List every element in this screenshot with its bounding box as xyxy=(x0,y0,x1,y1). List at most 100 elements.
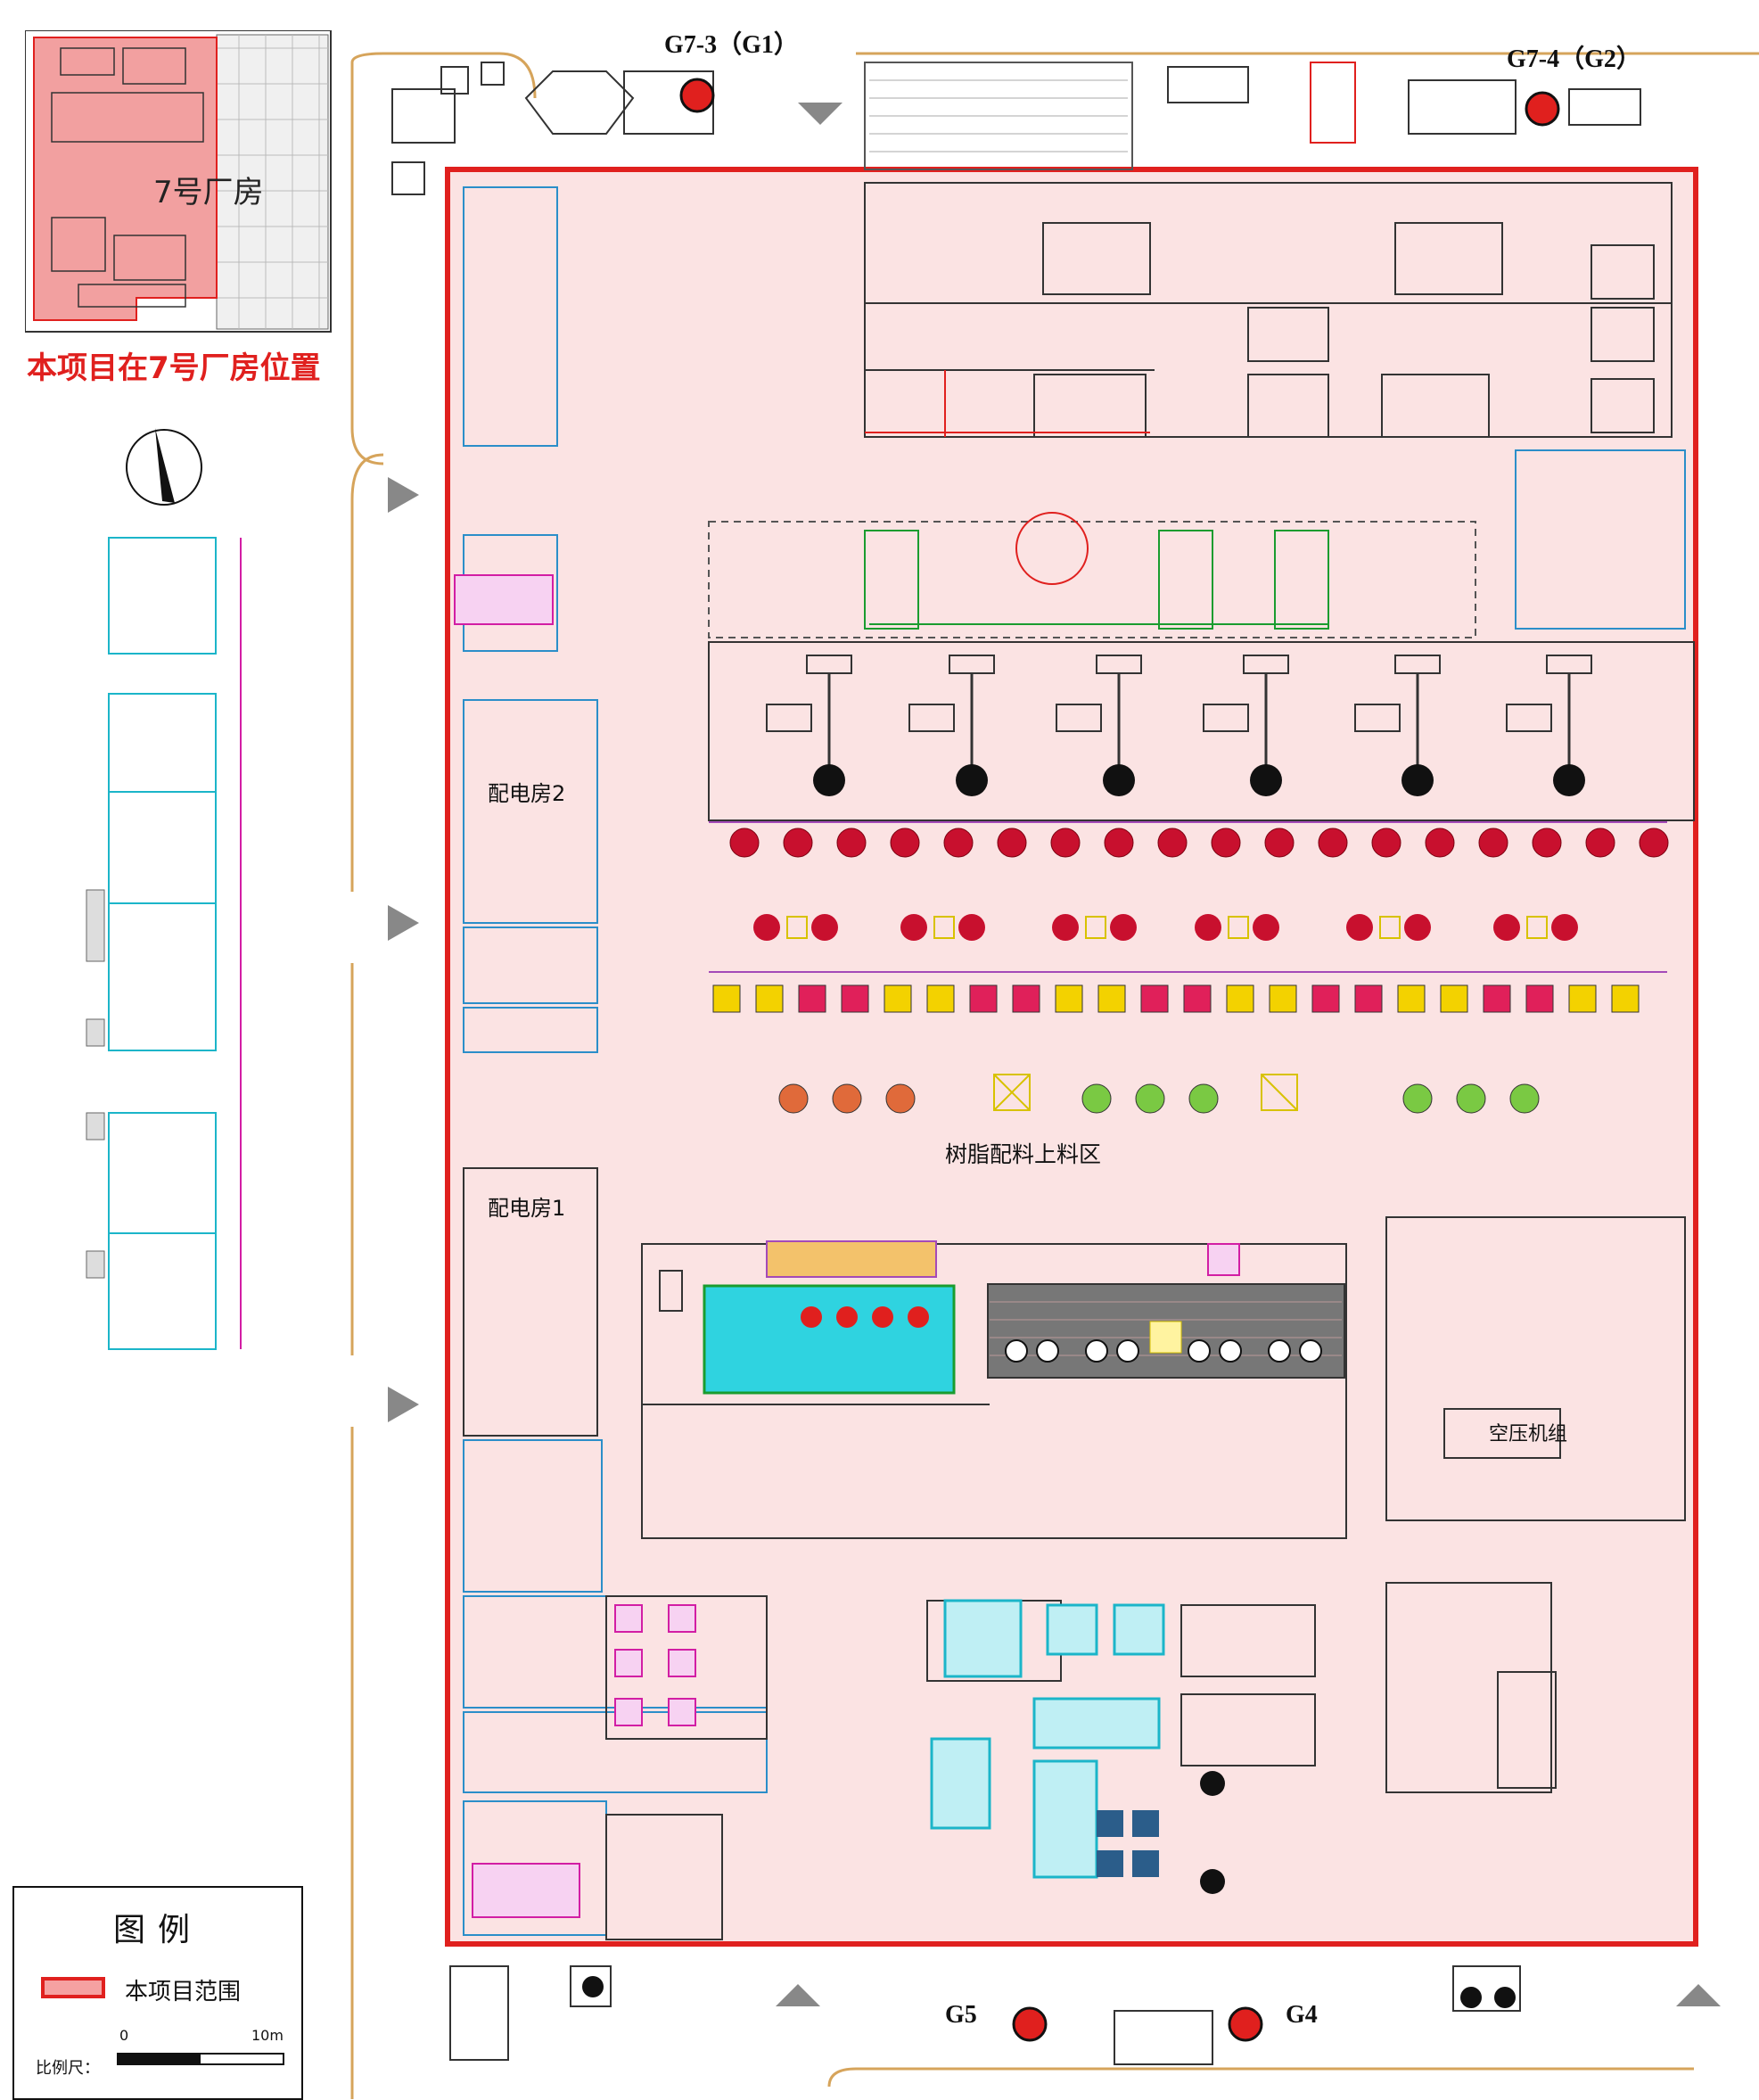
cyan-tanks xyxy=(801,1306,929,1328)
feed-lines xyxy=(709,821,1667,973)
red-unit xyxy=(1404,914,1431,941)
marker-g7-3-label: G7-3（G1） xyxy=(664,31,799,59)
mixer-hall xyxy=(708,641,1695,821)
red-unit xyxy=(958,914,985,941)
marker-g4-dot xyxy=(1228,2006,1263,2042)
locator-inset-map xyxy=(25,30,332,333)
storage-unit xyxy=(798,984,826,1013)
scale-label: 比例尺： xyxy=(36,2059,100,2078)
red-unit xyxy=(1551,914,1578,941)
marker-g5-label: G5 xyxy=(945,2001,977,2029)
equipment-row-1 xyxy=(864,512,1329,630)
grid-hatch xyxy=(869,79,1128,152)
resin-unit xyxy=(1509,1083,1540,1114)
red-unit xyxy=(890,828,920,858)
upper-hall-red xyxy=(865,370,1150,437)
reactor-zone xyxy=(708,521,1476,638)
red-unit xyxy=(1585,828,1615,858)
bottom-fans xyxy=(582,1771,1516,2008)
hopper-row xyxy=(766,1240,937,1278)
storage-unit xyxy=(1525,984,1554,1013)
air-compressor-label: 空压机组 xyxy=(1489,1423,1568,1445)
storage-unit xyxy=(1012,984,1040,1013)
left-column-walls xyxy=(463,1167,598,1437)
site-road-outline xyxy=(350,52,1759,2099)
yellow-frame xyxy=(1379,916,1401,939)
mixer-motor xyxy=(1056,704,1102,732)
mixer-vessel xyxy=(1103,764,1135,796)
conveyor-rollers xyxy=(1005,1339,1322,1363)
red-unit xyxy=(1157,828,1188,858)
resin-unit xyxy=(1456,1083,1486,1114)
power-room-1-label: 配电房1 xyxy=(488,1196,566,1221)
storage-unit xyxy=(969,984,998,1013)
scale-end-label: 10m xyxy=(251,2027,284,2044)
red-unit xyxy=(997,828,1027,858)
red-unit xyxy=(1050,828,1081,858)
red-unit xyxy=(1195,914,1221,941)
storage-unit xyxy=(1269,984,1297,1013)
red-unit xyxy=(783,828,813,858)
auxiliary-rooms-plan xyxy=(86,537,242,1350)
resin-yellow-boxes xyxy=(993,1074,1298,1111)
project-boundary xyxy=(445,167,1698,1947)
sampling-markers xyxy=(679,78,1560,2042)
cyan-tank-area xyxy=(703,1284,956,1395)
storage-unit xyxy=(1055,984,1083,1013)
resin-unit xyxy=(1188,1083,1219,1114)
project-area-highlight xyxy=(33,37,218,321)
dark-units xyxy=(1097,1810,1159,1877)
storage-unit xyxy=(884,984,912,1013)
power-room-2-label: 配电房2 xyxy=(488,781,566,806)
storage-unit xyxy=(712,984,741,1013)
storage-unit xyxy=(926,984,955,1013)
inset-caption: 本项目在7号厂房位置 xyxy=(27,350,321,386)
red-unit xyxy=(1253,914,1279,941)
resin-unit xyxy=(778,1083,809,1114)
mixer-units xyxy=(766,655,1592,796)
mixer-motor xyxy=(766,704,812,732)
yellow-frame xyxy=(1085,916,1106,939)
legend-project-label: 本项目范围 xyxy=(125,1979,242,2005)
storage-unit xyxy=(1226,984,1254,1013)
storage-unit xyxy=(841,984,869,1013)
inset-building-label: 7号厂房 xyxy=(153,175,264,210)
red-unit xyxy=(943,828,974,858)
red-unit xyxy=(1104,828,1134,858)
resin-unit xyxy=(885,1083,916,1114)
resin-feed-area-label: 树脂配料上料区 xyxy=(945,1141,1102,1167)
mixer-vessel xyxy=(1401,764,1434,796)
red-unit xyxy=(1639,828,1669,858)
storage-unit xyxy=(1354,984,1383,1013)
legend-project-swatch xyxy=(41,1977,105,1998)
red-unit xyxy=(729,828,760,858)
red-unit xyxy=(1264,828,1295,858)
red-unit xyxy=(1052,914,1079,941)
mixer-motor xyxy=(1506,704,1552,732)
red-unit xyxy=(1318,828,1348,858)
mixer-motor xyxy=(1354,704,1401,732)
legend-box: 图例 本项目范围 0 10m 比例尺： xyxy=(12,1886,303,2100)
storage-unit xyxy=(1311,984,1340,1013)
resin-unit xyxy=(1081,1083,1112,1114)
yellow-frame xyxy=(1526,916,1548,939)
top-equipment xyxy=(391,62,1641,195)
mixer-vessel xyxy=(813,764,845,796)
scale-start-label: 0 xyxy=(119,2027,129,2044)
yellow-frame xyxy=(786,916,808,939)
legend-title: 图例 xyxy=(112,1912,202,1948)
yellow-block xyxy=(1149,1321,1182,1354)
red-unit xyxy=(1110,914,1137,941)
entrance-arrows xyxy=(388,103,1721,2006)
storage-row xyxy=(712,984,1640,1013)
storage-unit xyxy=(1483,984,1511,1013)
red-unit xyxy=(1425,828,1455,858)
resin-unit xyxy=(832,1083,862,1114)
marker-g7-4-label: G7-4（G2） xyxy=(1507,45,1641,73)
red-unit xyxy=(811,914,838,941)
marker-g7-3-dot xyxy=(679,78,715,113)
red-unit xyxy=(900,914,927,941)
red-unit xyxy=(1371,828,1401,858)
resin-feed-units xyxy=(778,1083,1540,1114)
